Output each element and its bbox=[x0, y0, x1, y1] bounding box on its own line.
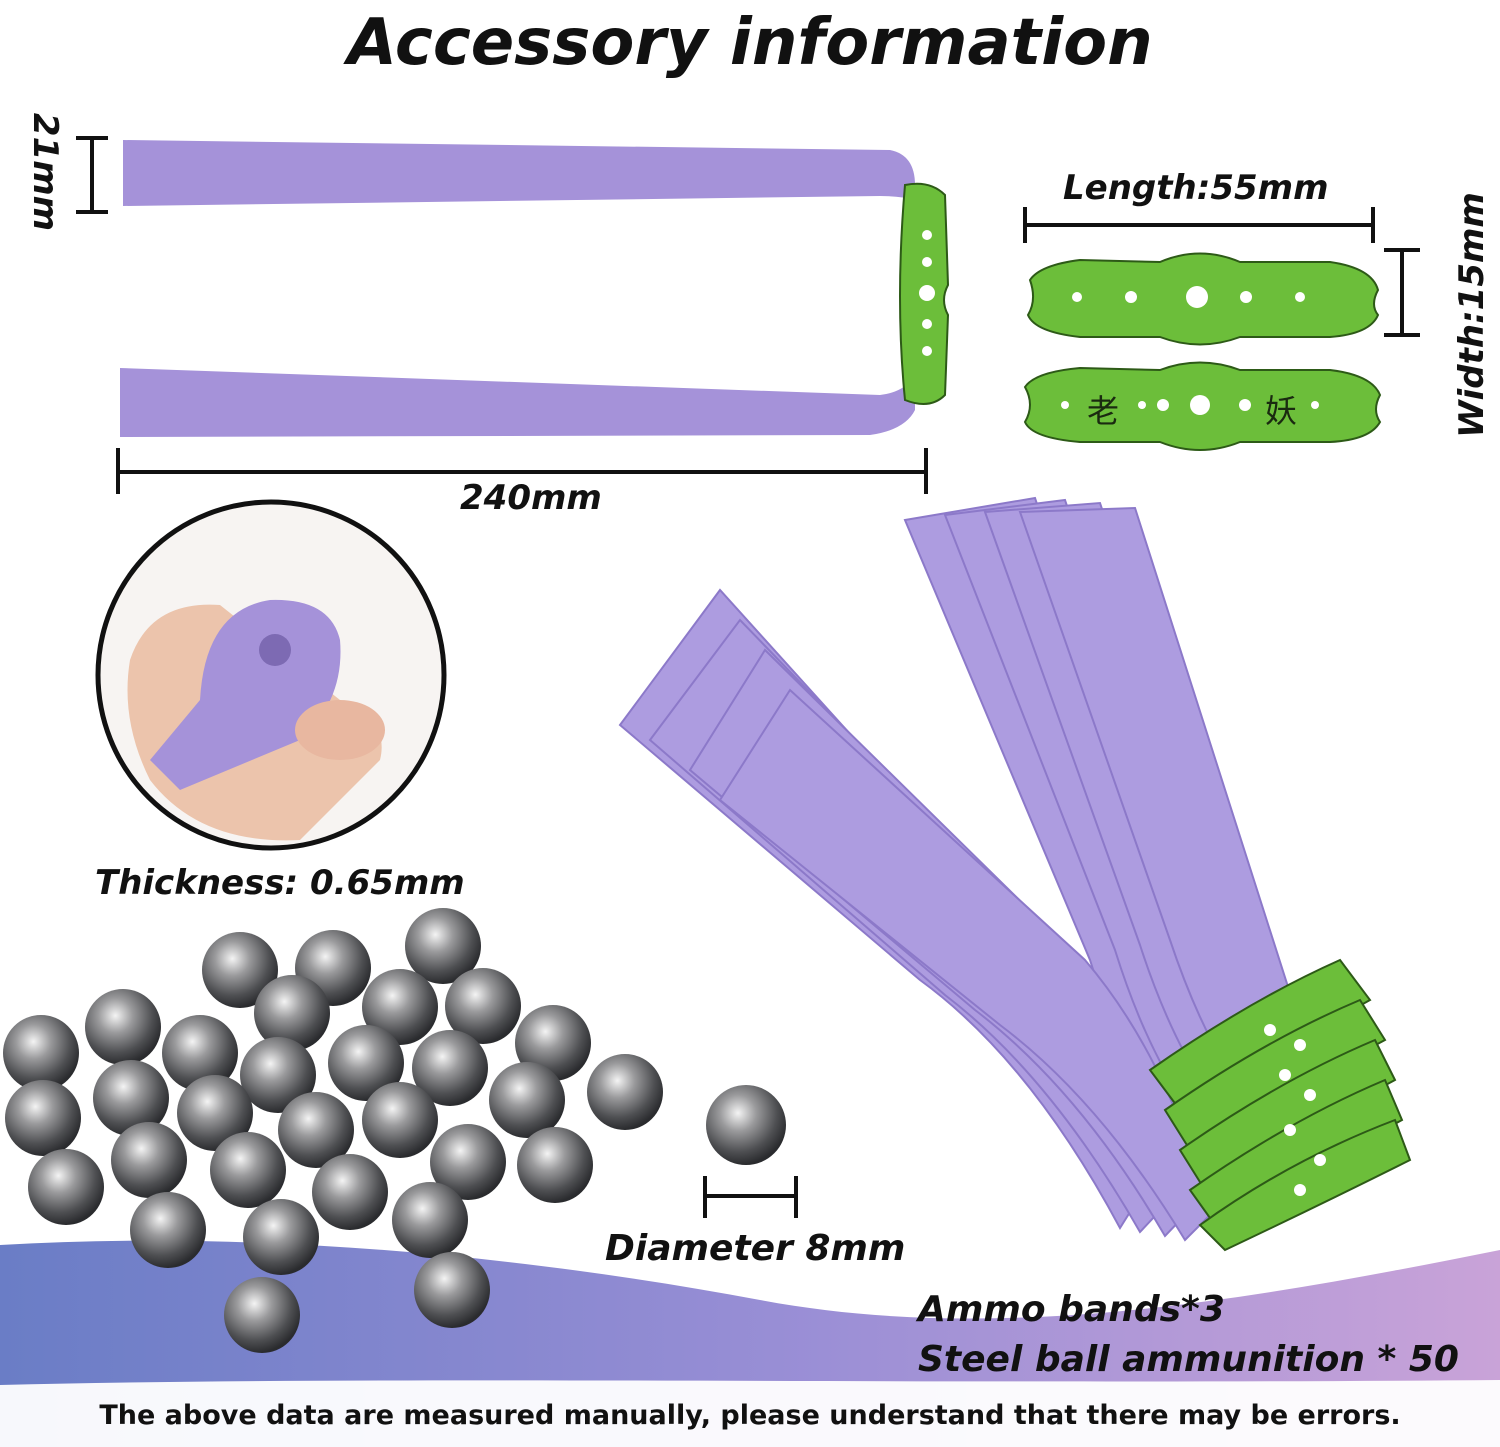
contents-bands: Ammo bands*3 bbox=[918, 1289, 1225, 1330]
pouch-length-label: Length:55mm bbox=[1063, 168, 1329, 208]
pouch-char-left: 老 bbox=[1087, 392, 1120, 430]
disclaimer-footer: The above data are measured manually, pl… bbox=[99, 1400, 1401, 1431]
band-length-label: 240mm bbox=[460, 478, 602, 518]
contents-balls: Steel ball ammunition * 50 bbox=[918, 1339, 1459, 1380]
thickness-label: Thickness: 0.65mm bbox=[95, 863, 465, 903]
package-contents: Ammo bands*3 Steel ball ammunition * 50 bbox=[918, 1285, 1459, 1385]
pouch-char-right: 妖 bbox=[1265, 392, 1298, 430]
ball-diameter-label: Diameter 8mm bbox=[605, 1228, 906, 1269]
page-title: Accessory information bbox=[347, 6, 1153, 80]
